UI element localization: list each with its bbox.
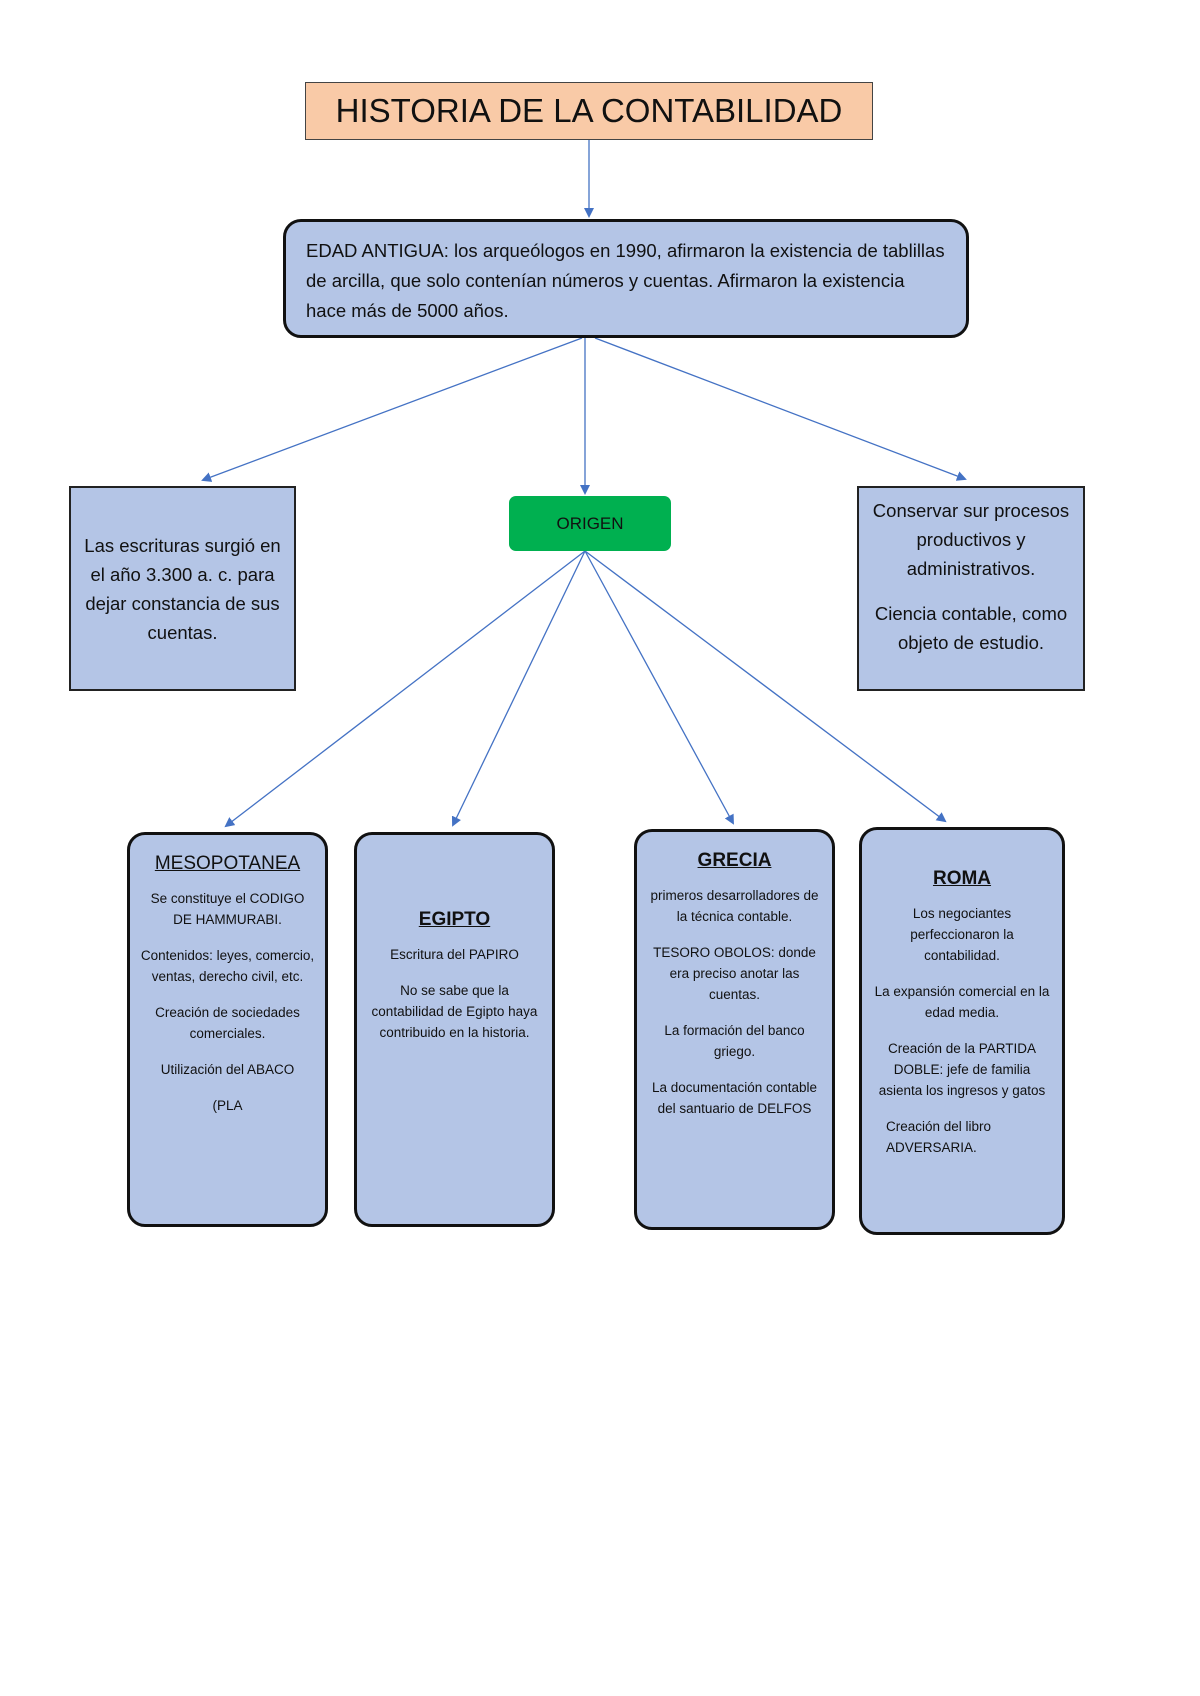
arrow-origen-to-roma	[584, 550, 947, 823]
grecia-item: primeros desarrolladores de la técnica c…	[650, 888, 819, 924]
mesopotanea-item: Utilización del ABACO	[160, 1062, 295, 1077]
mesopotanea-item: Contenidos: leyes, comercio, ventas, der…	[140, 948, 315, 984]
grecia-item: La formación del banco griego.	[664, 1023, 805, 1059]
roma-item: Los negociantes perfeccionaron la contab…	[910, 906, 1014, 963]
roma-item: La expansión comercial en la edad media.	[874, 984, 1050, 1020]
right-note-line2: Ciencia contable, como objeto de estudio…	[874, 603, 1068, 653]
mesopotanea-heading: MESOPOTANEA	[154, 853, 301, 874]
right-note-box: Conservar sur procesos productivos y adm…	[857, 486, 1085, 691]
left-note-text: Las escrituras surgió en el año 3.300 a.…	[84, 534, 281, 643]
grecia-card: GRECIA primeros desarrolladores de la té…	[634, 829, 835, 1230]
egipto-heading: EGIPTO	[418, 909, 491, 930]
edad-antigua-box: EDAD ANTIGUA: los arqueólogos en 1990, a…	[283, 219, 969, 338]
roma-card: ROMA Los negociantes perfeccionaron la c…	[859, 827, 1065, 1235]
title-box: HISTORIA DE LA CONTABILIDAD	[305, 82, 873, 140]
mesopotanea-card: MESOPOTANEA Se constituye el CODIGO DE H…	[127, 832, 328, 1227]
origen-label: ORIGEN	[556, 513, 624, 533]
roma-heading: ROMA	[932, 868, 992, 889]
egipto-card: EGIPTO Escritura del PAPIRO No se sabe q…	[354, 832, 555, 1227]
egipto-item: Escritura del PAPIRO	[390, 947, 519, 962]
arrow-edad-to-left	[201, 337, 583, 482]
mesopotanea-item: Creación de sociedades comerciales.	[155, 1005, 300, 1041]
grecia-item: La documentación contable del santuario …	[651, 1080, 818, 1116]
mesopotanea-item: (PLA	[212, 1098, 243, 1113]
edad-antigua-text: EDAD ANTIGUA: los arqueólogos en 1990, a…	[306, 240, 945, 321]
mesopotanea-item: Se constituye el CODIGO DE HAMMURABI.	[150, 891, 305, 927]
arrow-origen-to-egipto	[451, 550, 586, 827]
arrow-origen-to-grecia	[584, 550, 734, 825]
diagram-title: HISTORIA DE LA CONTABILIDAD	[335, 92, 843, 129]
grecia-heading: GRECIA	[697, 850, 772, 871]
arrow-edad-to-right	[594, 337, 967, 481]
origen-box: ORIGEN	[509, 496, 671, 551]
egipto-item: No se sabe que la contabilidad de Egipto…	[371, 983, 538, 1040]
grecia-item: TESORO OBOLOS: donde era preciso anotar …	[653, 945, 816, 1002]
left-note-box: Las escrituras surgió en el año 3.300 a.…	[69, 486, 296, 691]
right-note-line1: Conservar sur procesos productivos y adm…	[872, 500, 1070, 579]
roma-item: Creación de la PARTIDA DOBLE: jefe de fa…	[878, 1041, 1046, 1098]
arrow-origen-to-mesopotanea	[224, 550, 586, 828]
roma-item: Creación del libro ADVERSARIA.	[886, 1119, 992, 1155]
